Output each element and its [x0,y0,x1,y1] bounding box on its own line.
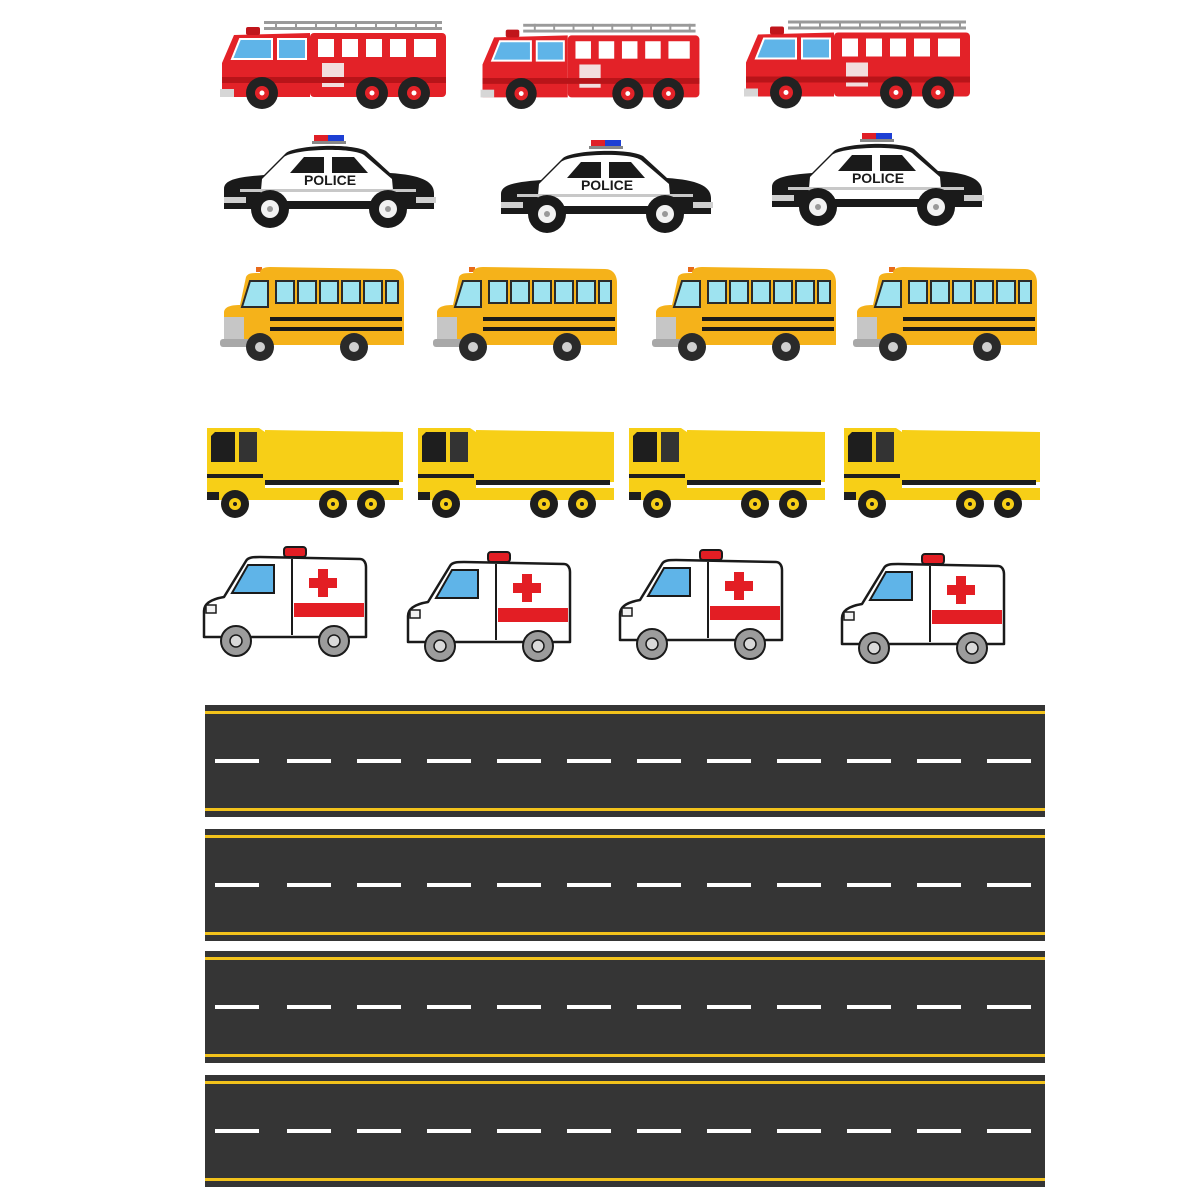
police-door-label: POLICE [581,177,633,193]
road-strip [205,1075,1045,1187]
road-strip [205,829,1045,941]
fire-truck-icon [218,15,448,110]
school-bus-icon [433,265,618,370]
dump-truck-icon [842,418,1042,523]
ambulance-icon [838,552,1006,672]
ambulance-icon [404,550,572,670]
dump-truck-icon [205,418,405,523]
fire-truck-icon [475,18,705,110]
police-car-icon: POLICE [768,133,986,228]
school-bus-icon [652,265,837,370]
ambulance-icon [200,545,368,665]
police-door-label: POLICE [304,172,356,188]
police-door-label: POLICE [852,170,904,186]
fire-truck-icon [742,14,972,110]
police-car-icon: POLICE [497,140,715,235]
police-car-icon: POLICE [220,135,438,230]
road-strip [205,951,1045,1063]
dump-truck-icon [416,418,616,523]
school-bus-icon [853,265,1038,370]
school-bus-icon [220,265,405,370]
road-strip [205,705,1045,817]
dump-truck-icon [627,418,827,523]
ambulance-icon [616,548,784,668]
